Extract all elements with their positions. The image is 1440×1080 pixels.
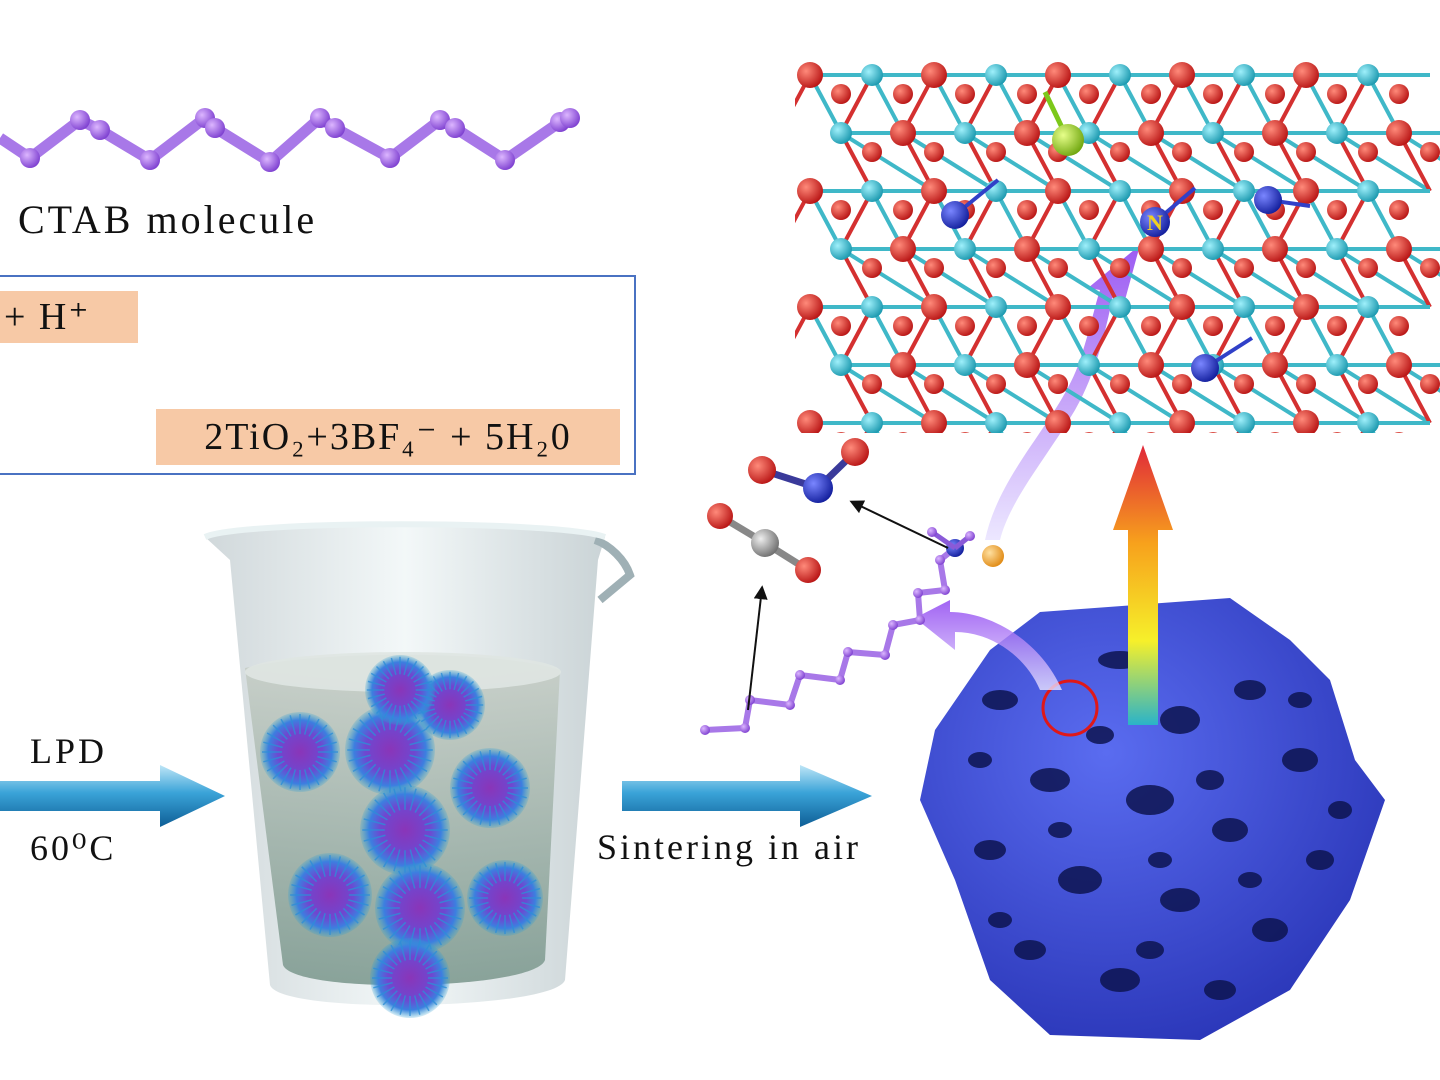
ctab-label: CTAB molecule [18, 197, 318, 242]
nitrogen-dopants: N [941, 178, 1311, 382]
to-co2-arrow [747, 585, 768, 711]
to-no2-arrow [849, 500, 949, 549]
labeled-nitrogen-atom [1140, 207, 1170, 237]
no2-molecule [748, 438, 869, 503]
highlight-circle [1041, 679, 1099, 737]
reaction-products: 2TiO₂+3BF₄⁻ + 5H₂0 [156, 409, 620, 465]
reaction-reactants: + H⁺ [0, 291, 138, 343]
sintering-arrow [622, 765, 872, 827]
beaker [203, 521, 635, 1018]
co2-molecule [707, 503, 821, 583]
sintering-label: Sintering in air [597, 827, 861, 867]
reaction-box: + H⁺ 2TiO₂+3BF₄⁻ + 5H₂0 [0, 275, 636, 475]
nitrogen-symbol: N [1147, 210, 1163, 235]
lpd-arrow [0, 765, 225, 827]
crystal-lattice: N [795, 62, 1440, 433]
nitrogen-doping-arrow [985, 245, 1140, 540]
lpd-label: LPD [30, 731, 108, 771]
ctab-molecule-chain [0, 108, 580, 172]
bromide-ion [982, 545, 1004, 567]
fluorine-dopant [1042, 90, 1084, 156]
micelles [260, 655, 543, 1018]
porous-particle [920, 598, 1385, 1040]
temperature-label: 60⁰C [30, 828, 117, 868]
decomposing-ctab [700, 527, 1004, 735]
lattice-arrow [1113, 445, 1173, 725]
release-arrow [915, 600, 1062, 690]
